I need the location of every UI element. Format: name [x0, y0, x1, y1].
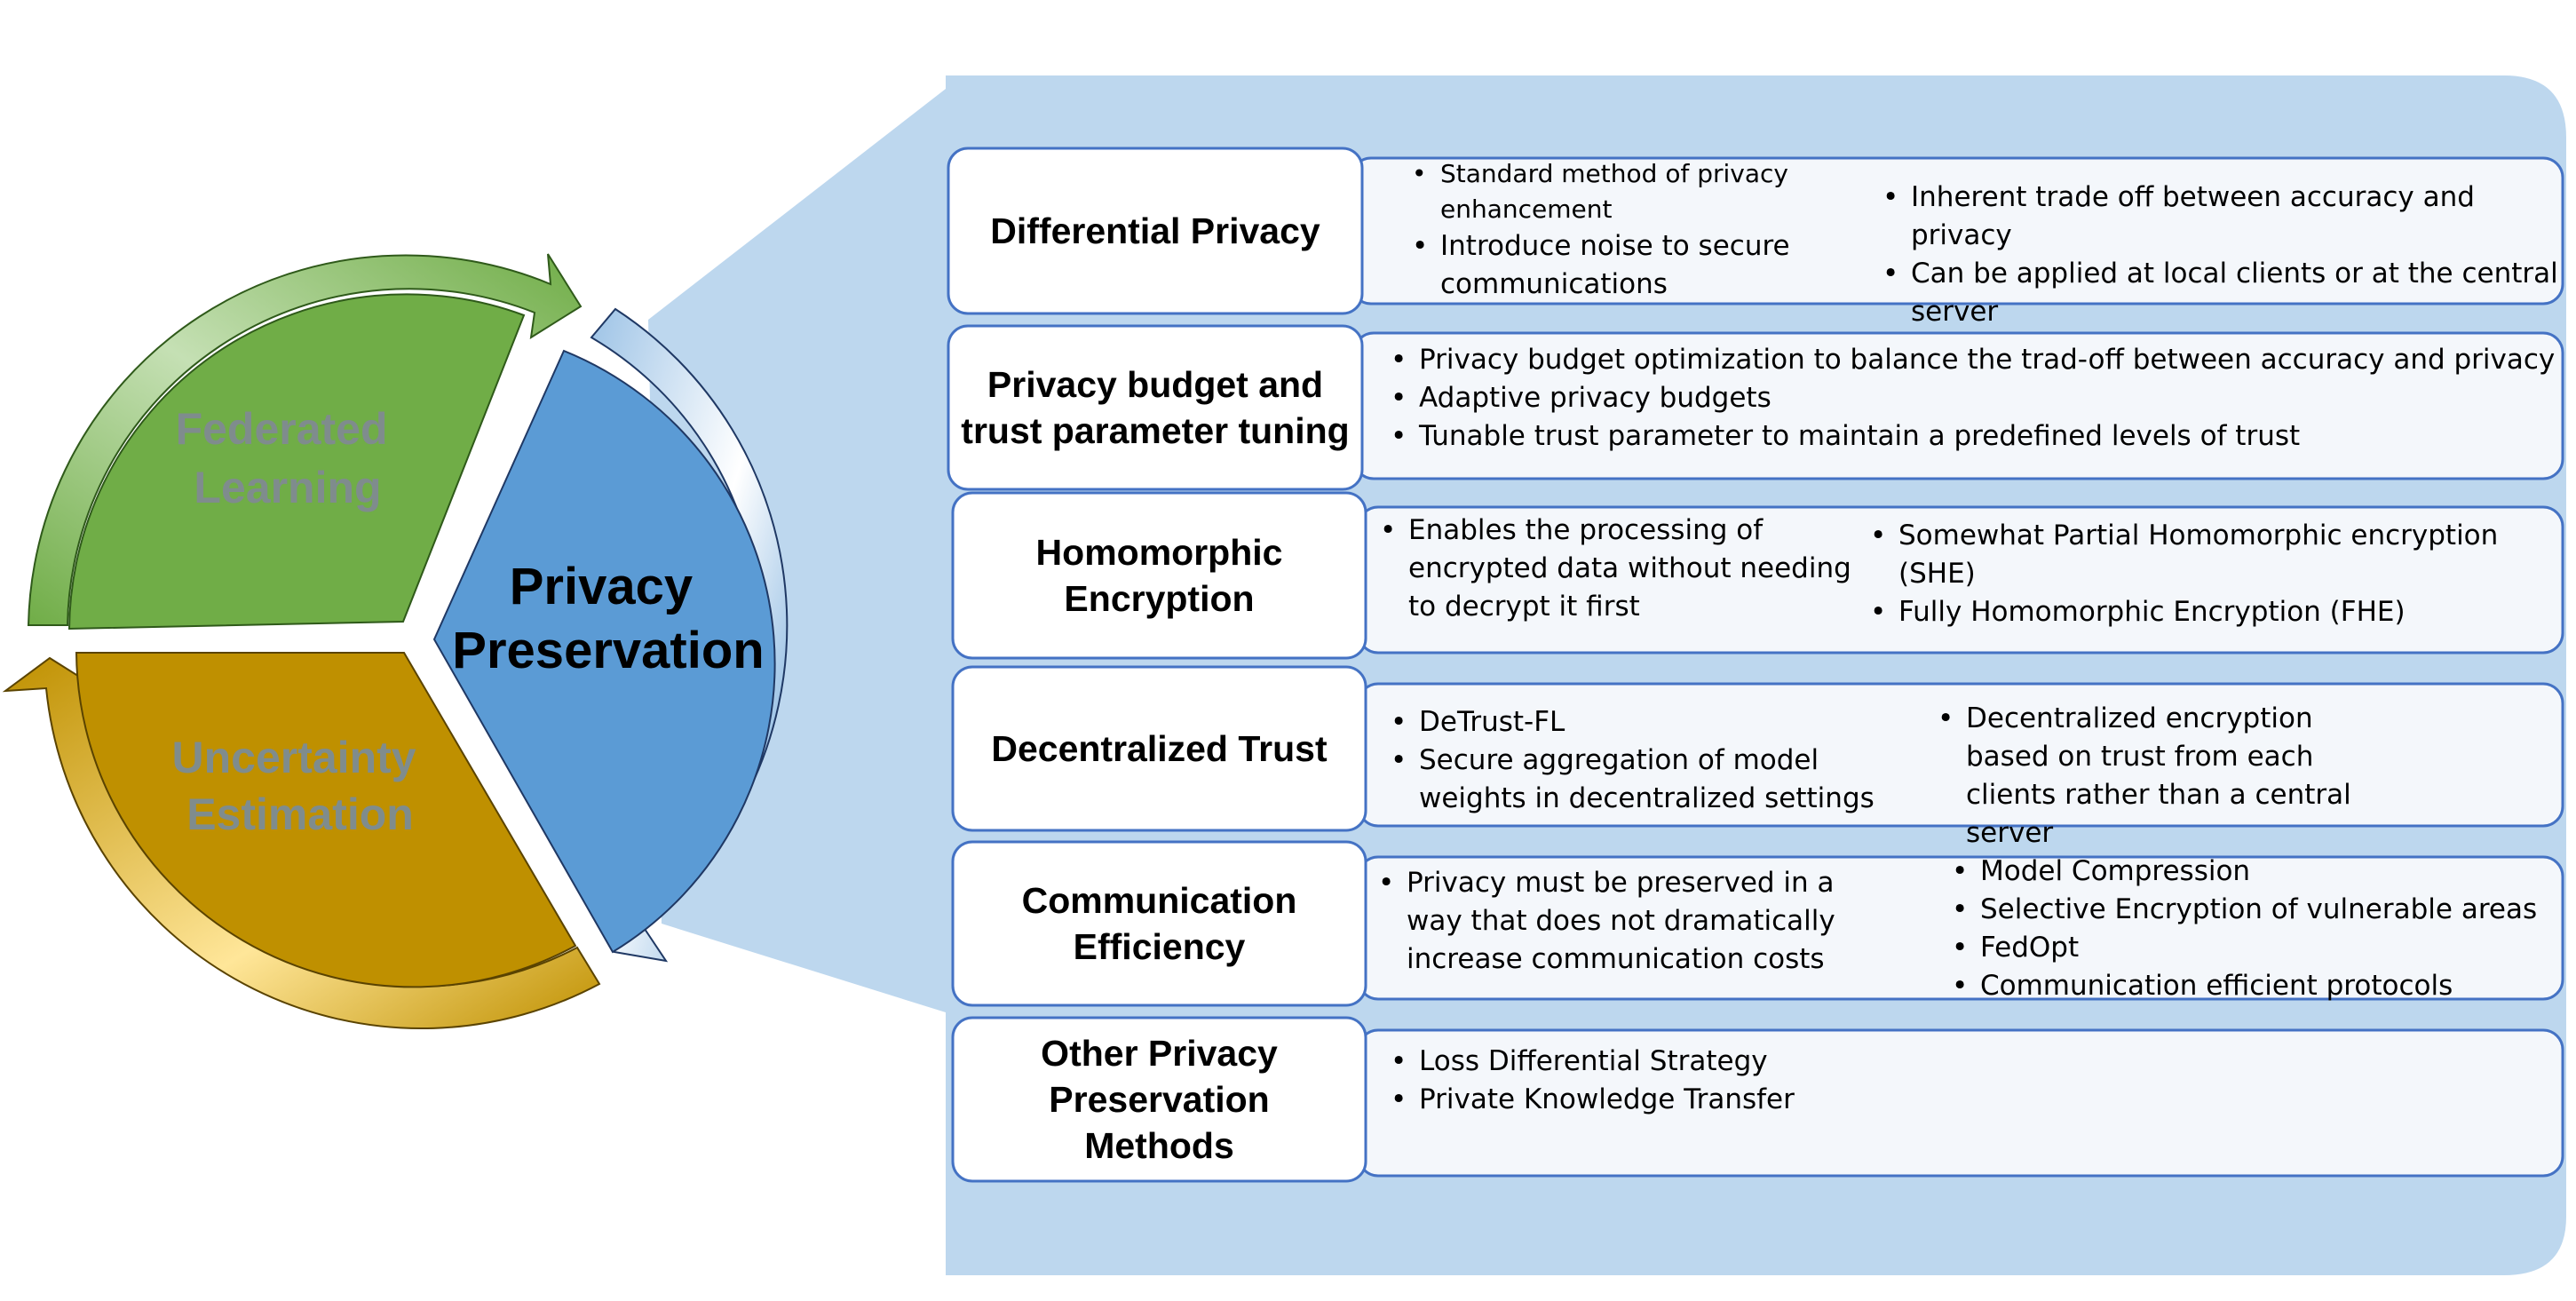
row-6-bullets-col1: Loss Differential Strategy Private Knowl…: [1383, 1043, 2183, 1119]
row-3-title: Homomorphic Encryption: [1035, 532, 1283, 619]
row-5-title-box: [951, 840, 1367, 1007]
row-3-bullets-col1: Enables the processing of encrypted data…: [1373, 512, 1852, 626]
list-item: Decentralized encryption based on trust …: [1930, 700, 2392, 853]
row-1-title-box: [947, 147, 1364, 315]
row-6-title-box: [951, 1016, 1367, 1183]
list-item: Adaptive privacy budgets: [1383, 379, 2556, 417]
list-item: Can be applied at local clients or at th…: [1875, 255, 2559, 331]
list-item: Loss Differential Strategy: [1383, 1043, 2183, 1081]
row-4-title-box: [951, 665, 1367, 832]
green-cycle-arrow: [27, 253, 583, 626]
row-1-title: Differential Privacy: [990, 210, 1320, 251]
list-item: Privacy must be preserved in a way that …: [1371, 864, 1886, 979]
row-1-bullets-col2: Inherent trade off between accuracy and …: [1875, 178, 2559, 331]
row-2-title-box: [947, 324, 1364, 491]
row-4-bullets-col2: Decentralized encryption based on trust …: [1930, 700, 2392, 853]
list-item: Inherent trade off between accuracy and …: [1875, 178, 2559, 255]
row-1-bullets-col1: Standard method of privacy enhancement I…: [1405, 156, 1822, 304]
list-item: FedOpt: [1945, 929, 2557, 967]
list-item: Tunable trust parameter to maintain a pr…: [1383, 417, 2556, 456]
federated-learning-segment: [67, 293, 526, 631]
list-item: Fully Homomorphic Encryption (FHE): [1863, 593, 2564, 631]
row-4-title: Decentralized Trust: [991, 728, 1328, 769]
cycle-diagram: Federated Learning Uncertainty Estimatio…: [2, 253, 789, 1030]
row-3-title-box: [951, 491, 1367, 660]
list-item: DeTrust-FL: [1383, 703, 1881, 742]
row-2-title: Privacy budget and trust parameter tunin…: [961, 364, 1350, 451]
list-item: Model Compression: [1945, 853, 2557, 891]
row-5-title: Communication Efficiency: [1021, 880, 1297, 967]
row-4-bullets-col1: DeTrust-FL Secure aggregation of model w…: [1383, 703, 1881, 818]
row-2-bullets-col1: Privacy budget optimization to balance t…: [1383, 341, 2556, 456]
uncertainty-label: Uncertainty Estimation: [172, 733, 429, 839]
row-5-bullets-col1: Privacy must be preserved in a way that …: [1371, 864, 1886, 979]
list-item: Privacy budget optimization to balance t…: [1383, 341, 2556, 379]
list-item: Somewhat Partial Homomorphic encryption …: [1863, 517, 2564, 593]
list-item: Communication efficient protocols: [1945, 967, 2557, 1005]
row-6-title: Other Privacy Preservation Methods: [1041, 1033, 1278, 1166]
list-item: Introduce noise to secure communications: [1405, 227, 1822, 304]
privacy-preservation-label: Privacy Preservation: [452, 558, 764, 679]
privacy-preservation-segment: [432, 349, 776, 954]
federated-label: Federated Learning: [176, 404, 400, 512]
list-item: Enables the processing of encrypted data…: [1373, 512, 1852, 626]
row-3-bullets-col2: Somewhat Partial Homomorphic encryption …: [1863, 517, 2564, 631]
list-item: Standard method of privacy enhancement: [1405, 156, 1822, 227]
uncertainty-estimation-segment: [75, 652, 577, 988]
row-5-bullets-col2: Model Compression Selective Encryption o…: [1945, 853, 2557, 1005]
list-item: Private Knowledge Transfer: [1383, 1081, 2183, 1119]
list-item: Selective Encryption of vulnerable areas: [1945, 891, 2557, 929]
list-item: Secure aggregation of model weights in d…: [1383, 742, 1881, 818]
